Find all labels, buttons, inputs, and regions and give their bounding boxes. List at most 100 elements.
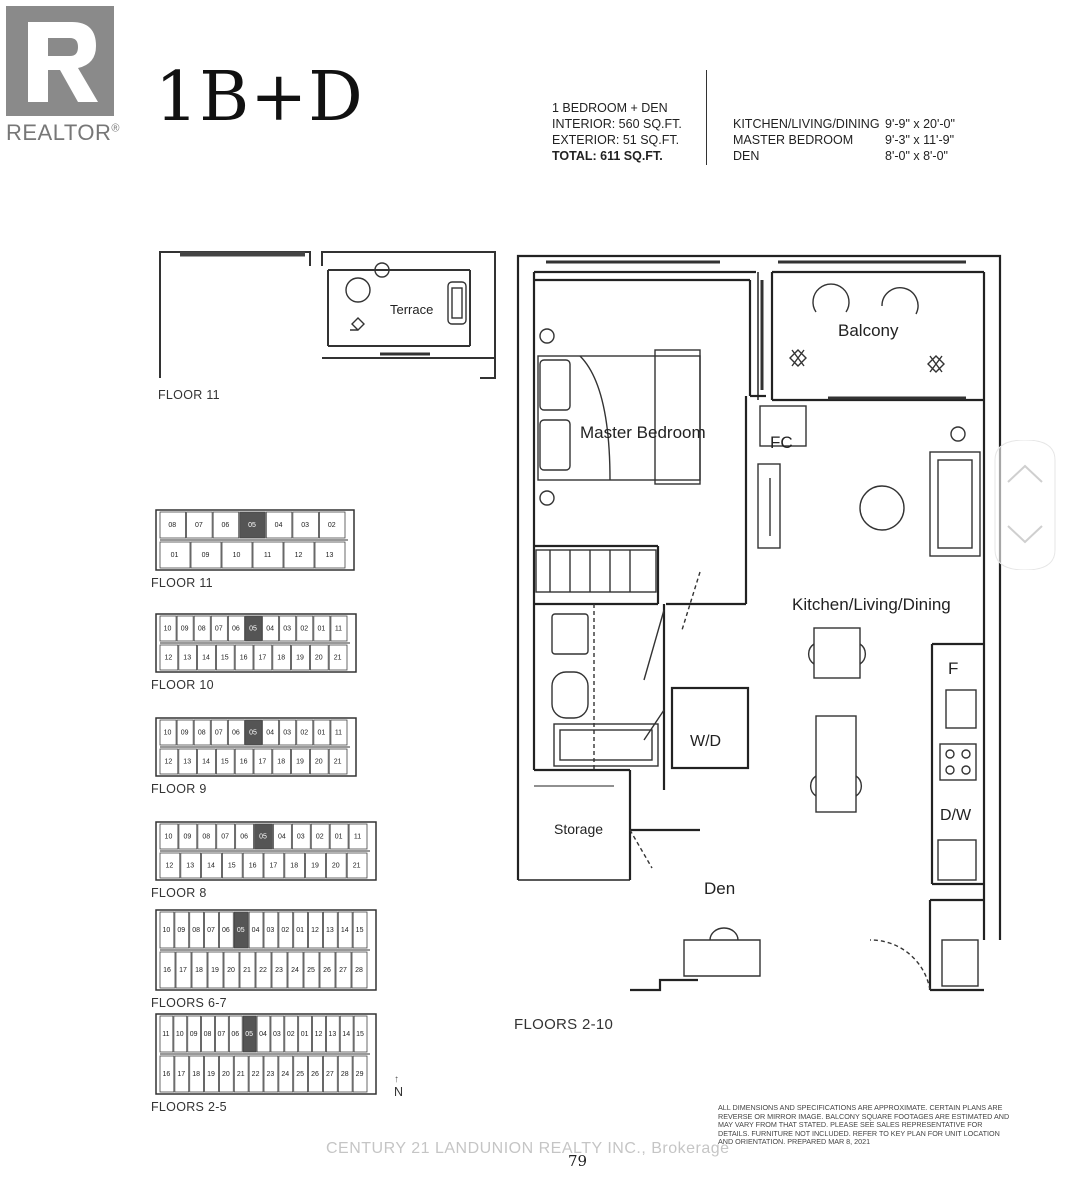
key-plan-floor-label: FLOOR 11 bbox=[151, 576, 213, 590]
key-plan-unit-number: 01 bbox=[317, 730, 325, 737]
key-plan-unit-number: 18 bbox=[277, 759, 285, 766]
key-plan-unit bbox=[263, 1055, 279, 1093]
key-plan-unit bbox=[233, 911, 249, 949]
key-plan-unit bbox=[239, 951, 256, 989]
key-plan-unit-number: 16 bbox=[240, 759, 248, 766]
key-plan-unit-number: 21 bbox=[237, 1071, 245, 1078]
key-plan-unit-number: 07 bbox=[195, 522, 203, 529]
key-plan-unit bbox=[279, 615, 297, 642]
key-plan-unit bbox=[242, 852, 264, 879]
key-plan-unit-number: 17 bbox=[259, 655, 267, 662]
chevron-up-icon[interactable] bbox=[1007, 464, 1043, 483]
key-plan-unit bbox=[309, 644, 329, 671]
key-plan-unit bbox=[242, 1015, 257, 1053]
key-plan-unit-number: 11 bbox=[335, 626, 342, 633]
key-plan-unit bbox=[159, 852, 181, 879]
washer-dryer-label: W/D bbox=[690, 733, 721, 750]
key-plan-unit bbox=[279, 719, 297, 746]
key-plan-unit-number: 14 bbox=[202, 759, 210, 766]
room-dimension: 9'-9" x 20'-0" bbox=[885, 117, 955, 131]
key-plan-unit bbox=[291, 644, 310, 671]
key-plan-unit bbox=[319, 951, 336, 989]
key-plan-unit bbox=[265, 511, 293, 539]
key-plan-unit-number: 15 bbox=[356, 1031, 364, 1038]
key-plan-unit-number: 23 bbox=[267, 1071, 275, 1078]
key-plan-unit-number: 02 bbox=[300, 730, 308, 737]
key-plan-unit bbox=[159, 541, 191, 569]
key-plan-unit-number: 03 bbox=[283, 626, 291, 633]
key-plan-unit bbox=[216, 644, 235, 671]
chevron-down-icon[interactable] bbox=[1007, 525, 1043, 544]
key-plan-unit-number: 05 bbox=[249, 730, 257, 737]
key-plan-unit-number: 01 bbox=[335, 834, 343, 841]
key-plan-unit bbox=[245, 615, 262, 642]
unit-type-title: 1B+D bbox=[155, 58, 364, 137]
key-plan-unit bbox=[328, 644, 348, 671]
key-plan-unit-number: 12 bbox=[165, 655, 173, 662]
key-plan-unit bbox=[303, 951, 320, 989]
key-plan-unit-number: 02 bbox=[300, 626, 308, 633]
key-plan-unit-number: 05 bbox=[245, 1031, 253, 1038]
key-plan-unit bbox=[352, 1055, 368, 1093]
key-plan-unit bbox=[190, 541, 222, 569]
key-plan-unit-number: 22 bbox=[259, 967, 267, 974]
key-plan-unit bbox=[159, 644, 179, 671]
key-plan-unit bbox=[174, 911, 190, 949]
disclaimer-text: ALL DIMENSIONS AND SPECIFICATIONS ARE AP… bbox=[718, 1103, 1010, 1147]
key-plan-unit-number: 16 bbox=[163, 967, 171, 974]
key-plan-unit-number: 07 bbox=[207, 927, 215, 934]
key-plan-unit bbox=[221, 541, 253, 569]
key-plan-unit bbox=[173, 1015, 188, 1053]
key-plan-unit-number: 13 bbox=[326, 927, 334, 934]
key-plan-unit bbox=[262, 615, 280, 642]
key-plan-unit bbox=[235, 823, 254, 850]
key-plan-unit-number: 21 bbox=[334, 655, 342, 662]
realtor-logo bbox=[6, 6, 114, 116]
key-plan-unit bbox=[330, 719, 348, 746]
key-plan-unit-number: 05 bbox=[249, 626, 257, 633]
key-plan-unit-number: 15 bbox=[356, 927, 364, 934]
main-plan-floor-label: FLOORS 2-10 bbox=[514, 1016, 614, 1033]
key-plan-unit bbox=[337, 911, 353, 949]
key-plan-unit bbox=[312, 1015, 326, 1053]
key-plan-unit bbox=[296, 719, 314, 746]
key-plan-unit-number: 13 bbox=[183, 655, 191, 662]
key-plan-unit-number: 24 bbox=[291, 967, 299, 974]
key-plan-unit bbox=[204, 1055, 219, 1093]
room-name: DEN bbox=[733, 149, 760, 163]
key-plan-unit bbox=[287, 951, 304, 989]
key-plan-unit-number: 26 bbox=[323, 967, 331, 974]
key-plan-unit bbox=[216, 823, 236, 850]
key-plan-unit bbox=[339, 1015, 354, 1053]
key-plan-unit-number: 01 bbox=[317, 626, 325, 633]
key-plan-unit-number: 20 bbox=[315, 655, 323, 662]
key-plan-unit-number: 04 bbox=[275, 522, 283, 529]
brokerage-watermark: CENTURY 21 LANDUNION REALTY INC., Broker… bbox=[326, 1140, 730, 1157]
key-plan-unit-number: 09 bbox=[181, 730, 189, 737]
key-plan-unit-number: 06 bbox=[222, 522, 230, 529]
key-plan-unit-number: 19 bbox=[296, 759, 304, 766]
key-plan-unit bbox=[278, 1055, 294, 1093]
key-plan-unit bbox=[186, 511, 213, 539]
key-plan-unit-number: 15 bbox=[228, 863, 236, 870]
key-plan-unit-number: 25 bbox=[307, 967, 315, 974]
key-plan-unit-number: 20 bbox=[227, 967, 235, 974]
key-plan-unit bbox=[293, 1055, 308, 1093]
master-bedroom-label: Master Bedroom bbox=[580, 423, 706, 442]
key-plan-unit bbox=[278, 911, 294, 949]
key-plan-unit bbox=[178, 823, 198, 850]
key-plan-unit-number: 05 bbox=[259, 834, 267, 841]
key-plan-unit-number: 04 bbox=[266, 626, 274, 633]
key-plan-unit-number: 11 bbox=[264, 552, 271, 559]
terrace-plan: Terrace bbox=[159, 251, 496, 379]
key-plan-unit-number: 28 bbox=[355, 967, 363, 974]
den-label: Den bbox=[704, 879, 735, 898]
key-plan-unit-number: 06 bbox=[231, 1031, 239, 1038]
key-plan-unit bbox=[337, 1055, 353, 1093]
key-plan-unit-number: 11 bbox=[335, 730, 342, 737]
key-plan-unit-number: 05 bbox=[237, 927, 245, 934]
floor-11-label: FLOOR 11 bbox=[158, 388, 220, 402]
